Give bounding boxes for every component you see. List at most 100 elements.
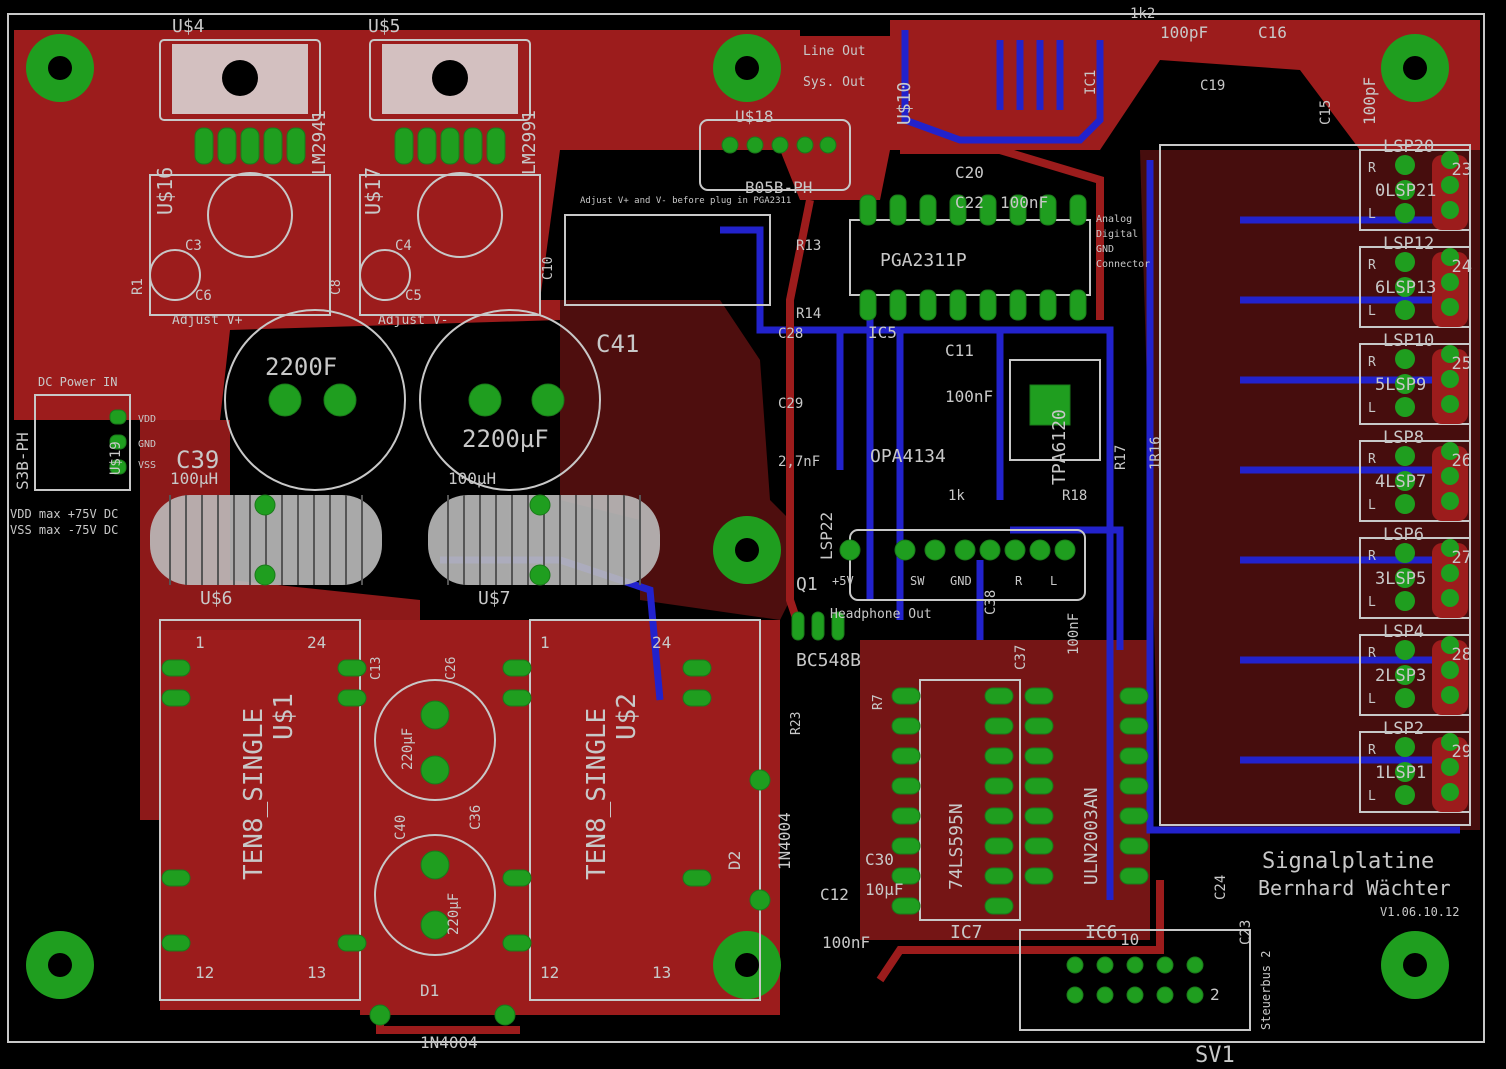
- lsp-number-label: 26: [1452, 451, 1472, 471]
- label-2200-1: 2200F: [265, 353, 337, 381]
- lsp-terminal-pad: [1441, 442, 1459, 460]
- label-cap220-2: 220µF: [446, 893, 462, 935]
- lsp-pad: [1395, 762, 1415, 782]
- label-c24: C24: [1213, 875, 1229, 900]
- label-opa: OPA4134: [870, 446, 946, 467]
- label-100pf-right: 100pF: [1360, 77, 1379, 125]
- label-r-hp: R: [1015, 574, 1023, 588]
- label-vss-max: VSS max -75V DC: [10, 523, 118, 537]
- lsp-terminal-pad: [1441, 733, 1459, 751]
- label-pin12b: 12: [540, 963, 559, 982]
- label-ten8-1: TEN8_SINGLE: [239, 708, 269, 880]
- lsp-number-label: 25: [1452, 354, 1472, 374]
- lsp-pad: [1395, 591, 1415, 611]
- lsp-top-label: LSP2: [1383, 719, 1424, 739]
- label-l-hp: L: [1050, 574, 1057, 588]
- lsp-l-label: L: [1368, 595, 1376, 610]
- lsp-terminal-pad: [1441, 636, 1459, 654]
- label-lsp22: LSP22: [817, 512, 836, 560]
- lsp-pad: [1395, 640, 1415, 660]
- label-diode1: 1N4004: [420, 1033, 478, 1052]
- lsp-terminal-pad: [1441, 564, 1459, 582]
- lsp-top-label: LSP4: [1383, 622, 1424, 642]
- label-gnd-conn: GND: [1096, 244, 1114, 255]
- label-c30: C30: [865, 850, 894, 869]
- label-10uf: 10µF: [865, 880, 904, 899]
- lsp-pad: [1395, 446, 1415, 466]
- label-u1: U$1: [269, 693, 299, 740]
- lsp-r-label: R: [1368, 549, 1376, 564]
- label-c16: C16: [1258, 23, 1287, 42]
- label-vss: VSS: [138, 460, 156, 471]
- label-c20: C20: [955, 163, 984, 182]
- label-steuerbus: Steuerbus 2: [1259, 951, 1273, 1030]
- label-adjust-minus: Adjust V-: [378, 313, 448, 328]
- lsp-pad: [1395, 252, 1415, 272]
- label-pin1a: 1: [195, 633, 205, 652]
- label-vdd-max: VDD max +75V DC: [10, 507, 118, 521]
- lsp-pad: [1395, 155, 1415, 175]
- lsp-mid-label: 3LSP5: [1375, 569, 1426, 589]
- label-analog: Analog: [1096, 214, 1132, 225]
- label-c39: C39: [176, 446, 219, 474]
- lsp-terminal-pad: [1441, 395, 1459, 413]
- lsp-terminal-pad: [1441, 783, 1459, 801]
- label-headphone: Headphone Out: [830, 607, 932, 622]
- label-sv1: SV1: [1195, 1043, 1235, 1068]
- label-100pf-top: 100pF: [1160, 23, 1208, 42]
- lsp-outline: [1359, 440, 1471, 522]
- label-lm2941: LM2941: [309, 110, 330, 175]
- label-u16: U$16: [153, 167, 177, 215]
- label-dc-power: DC Power IN: [38, 375, 117, 389]
- label-2200-2: 2200µF: [462, 425, 549, 453]
- label-c40: C40: [393, 815, 409, 840]
- lsp-number-label: 24: [1452, 257, 1472, 277]
- lsp-pad: [1395, 665, 1415, 685]
- label-pin24a: 24: [307, 633, 326, 652]
- label-d2: D2: [725, 851, 744, 870]
- label-digital: Digital: [1096, 229, 1138, 240]
- label-100nf-c12: 100nF: [822, 933, 870, 952]
- label-adjust-warning: Adjust V+ and V- before plug in PGA2311: [580, 196, 791, 206]
- label-100nf-c22: 100nF: [1000, 193, 1048, 212]
- label-r7: R7: [871, 694, 886, 710]
- label-c10: C10: [541, 257, 556, 280]
- lsp-block: R L LSP6 3LSP5 27: [1359, 525, 1472, 619]
- lsp-pad: [1395, 180, 1415, 200]
- label-diode2: 1N4004: [775, 812, 794, 870]
- lsp-pad: [1395, 349, 1415, 369]
- lsp-terminal-pad: [1441, 467, 1459, 485]
- label-pga: PGA2311P: [880, 250, 967, 271]
- lsp-outline: [1359, 343, 1471, 425]
- lsp-mid-label: 0LSP21: [1375, 181, 1436, 201]
- lsp-r-label: R: [1368, 355, 1376, 370]
- lsp-number-label: 29: [1452, 742, 1472, 762]
- label-1k: 1k: [948, 488, 965, 504]
- lsp-pad: [1395, 785, 1415, 805]
- label-ic7: IC7: [950, 922, 983, 943]
- lsp-number-label: 27: [1452, 548, 1472, 568]
- label-tpa: TPA6120: [1049, 409, 1070, 485]
- label-pin13a: 13: [307, 963, 326, 982]
- label-pin13b: 13: [652, 963, 671, 982]
- label-c36: C36: [468, 805, 484, 830]
- lsp-number-label: 23: [1452, 160, 1472, 180]
- version: V1.06.10.12: [1380, 905, 1459, 919]
- label-r18: R18: [1062, 488, 1087, 504]
- lsp-terminal-pad: [1441, 661, 1459, 679]
- label-lm2991: LM2991: [519, 110, 540, 175]
- label-ten8-2: TEN8_SINGLE: [582, 708, 612, 880]
- label-c15: C15: [1318, 100, 1334, 125]
- lsp-l-label: L: [1368, 692, 1376, 707]
- label-s3b: S3B-PH: [13, 432, 32, 490]
- lsp-pad: [1395, 397, 1415, 417]
- lsp-outline: [1359, 149, 1471, 231]
- label-adjust-plus: Adjust V+: [172, 313, 243, 328]
- label-c8: C8: [329, 279, 344, 295]
- label-c26: C26: [444, 657, 459, 680]
- lsp-top-label: LSP6: [1383, 525, 1424, 545]
- lsp-top-label: LSP20: [1383, 137, 1434, 157]
